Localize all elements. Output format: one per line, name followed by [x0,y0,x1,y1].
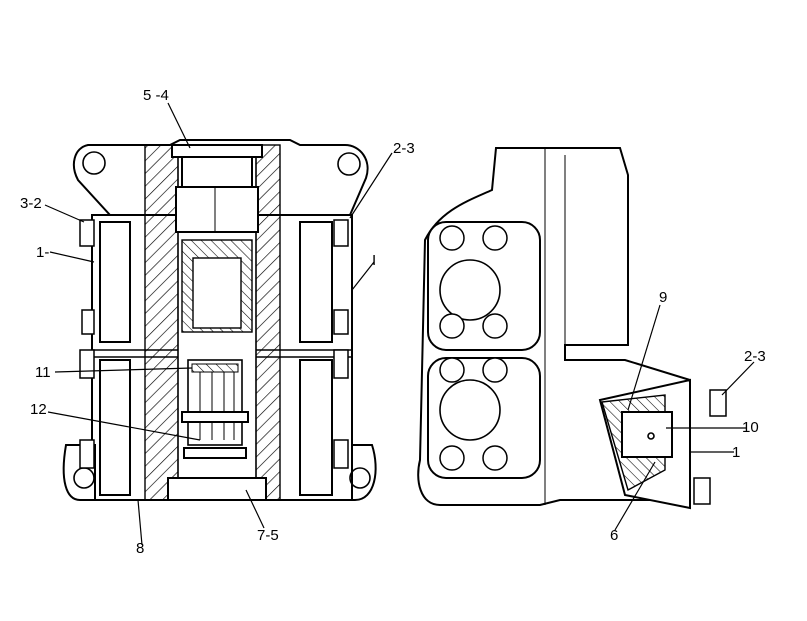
callout-7-5: 7-5 [257,527,279,544]
cartridge-bolt-upper [709,389,727,417]
callout-8: 8 [136,540,144,557]
filter-element [187,359,243,446]
callout-1-right: 1 [732,444,740,461]
right-rail-lower [299,359,333,496]
left-rail-lower [99,359,131,496]
callout-2-3-left: 2-3 [393,140,415,157]
lower-seal [183,447,247,459]
sectional-view [62,139,377,501]
callout-10: 10 [742,419,759,436]
left-ear-hole [82,151,106,175]
upper-port [439,259,501,321]
callout-labels: 5 -4 2-3 3-2 1- I 11 12 8 7-5 9 2-3 10 1… [20,87,766,557]
callout-9: 9 [659,289,667,306]
callout-12: 12 [30,401,47,418]
callout-6: 6 [610,527,618,544]
right-rail-upper [299,221,333,343]
cartridge-bolt-lower [693,477,711,505]
callout-2-3-right: 2-3 [744,348,766,365]
bolt-right-upper [333,219,349,335]
upper-spool [175,186,259,233]
leader-lines [44,102,755,546]
bolt-left-upper [79,219,95,335]
port-bolt [439,225,465,251]
lower-right-ear [351,444,377,501]
lower-port [439,379,501,441]
left-rail-upper [99,221,131,343]
lower-right-hole [349,467,371,489]
callout-i: I [372,252,376,269]
top-plug-cap [171,144,263,158]
top-plug [181,156,253,188]
callout-5-4: 5 -4 [143,87,169,104]
bolt-right-lower [333,349,349,469]
callout-3-2: 3-2 [20,195,42,212]
washer [181,411,249,423]
callout-1-left: 1- [36,244,49,261]
cartridge-plug [621,411,673,458]
bottom-plug [167,477,267,501]
right-ear-hole [337,152,361,176]
exterior-view [417,147,727,510]
callout-11: 11 [35,364,51,381]
